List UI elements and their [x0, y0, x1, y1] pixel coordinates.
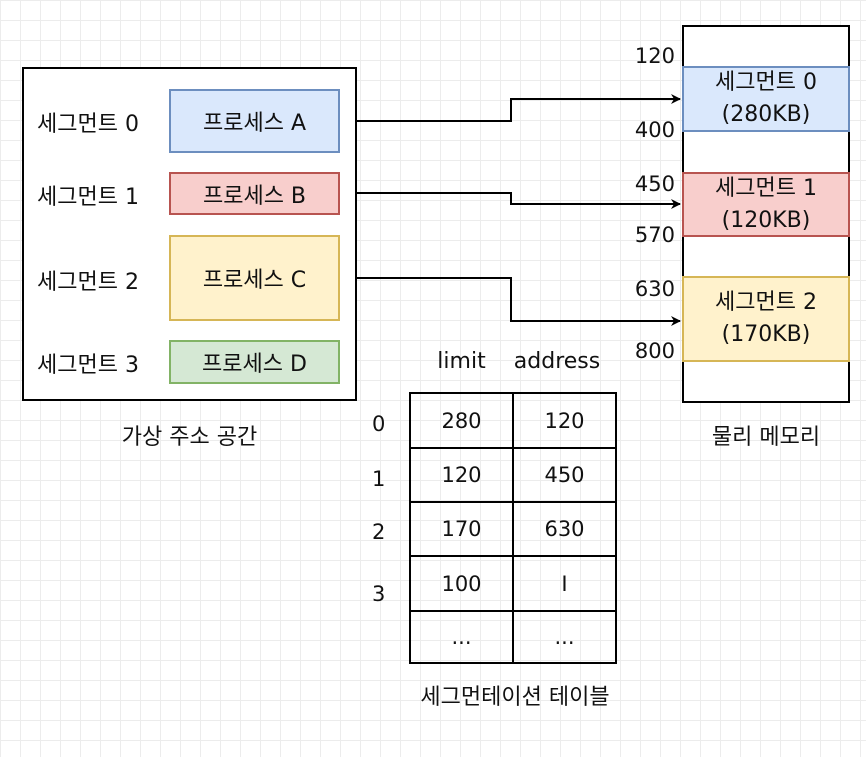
- memory-address-570: 570: [634, 223, 675, 247]
- virtual-segment-label-1: 세그먼트 1: [37, 185, 139, 210]
- table-cell-limit: 170: [409, 501, 514, 557]
- virtual-segment-label-2: 세그먼트 2: [37, 270, 139, 295]
- memory-address-800: 800: [634, 339, 675, 363]
- memory-address-630: 630: [634, 277, 675, 301]
- segmentation-table-caption: 세그먼테이션 테이블: [420, 685, 610, 710]
- segmentation-table: 280 120 120 450 170 630 100 I ... ...: [409, 392, 617, 664]
- table-row: ... ...: [409, 610, 617, 664]
- table-cell-limit: ...: [409, 610, 514, 664]
- table-cell-address: I: [512, 555, 617, 612]
- table-row-index-1: 1: [372, 467, 386, 491]
- memory-segment-0-name: 세그먼트 0: [715, 70, 817, 95]
- process-a-block: 프로세스 A: [169, 89, 340, 153]
- virtual-segment-label-0: 세그먼트 0: [37, 112, 139, 137]
- memory-segment-1-size: (120KB): [721, 207, 811, 233]
- memory-segment-0-size: (280KB): [721, 102, 811, 127]
- table-cell-address: 450: [512, 447, 617, 503]
- memory-address-120: 120: [634, 44, 675, 68]
- table-cell-address: 120: [512, 392, 617, 449]
- memory-segment-2-name: 세그먼트 2: [715, 290, 817, 315]
- virtual-segment-label-3: 세그먼트 3: [37, 353, 139, 378]
- table-row: 100 I: [409, 555, 617, 612]
- memory-segment-2: 세그먼트 2 (170KB): [682, 276, 850, 362]
- table-row: 280 120: [409, 392, 617, 449]
- process-b-block: 프로세스 B: [169, 172, 340, 215]
- table-row-index-2: 2: [372, 520, 386, 544]
- process-d-block: 프로세스 D: [169, 340, 340, 384]
- table-cell-limit: 120: [409, 447, 514, 503]
- memory-address-450: 450: [634, 172, 675, 196]
- table-row: 170 630: [409, 501, 617, 557]
- table-row-index-3: 3: [372, 582, 386, 606]
- table-cell-limit: 280: [409, 392, 514, 449]
- table-cell-address: 630: [512, 501, 617, 557]
- virtual-space-caption: 가상 주소 공간: [121, 425, 258, 450]
- table-header-address: address: [513, 348, 601, 374]
- memory-address-400: 400: [634, 118, 675, 142]
- table-cell-address: ...: [512, 610, 617, 664]
- table-row-index-0: 0: [372, 412, 386, 436]
- arrow-a-to-segment-0: [340, 94, 681, 122]
- memory-segment-1: 세그먼트 1 (120KB): [682, 172, 850, 237]
- physical-memory-caption: 물리 메모리: [711, 425, 821, 450]
- arrow-c-to-segment-2: [340, 277, 681, 326]
- arrow-b-to-segment-1: [340, 192, 681, 209]
- table-cell-limit: 100: [409, 555, 514, 612]
- memory-segment-2-size: (170KB): [721, 322, 811, 347]
- memory-segment-0: 세그먼트 0 (280KB): [682, 66, 850, 132]
- process-c-block: 프로세스 C: [169, 235, 340, 321]
- table-header-limit: limit: [437, 348, 486, 374]
- memory-segment-1-name: 세그먼트 1: [715, 175, 817, 201]
- table-row: 120 450: [409, 447, 617, 503]
